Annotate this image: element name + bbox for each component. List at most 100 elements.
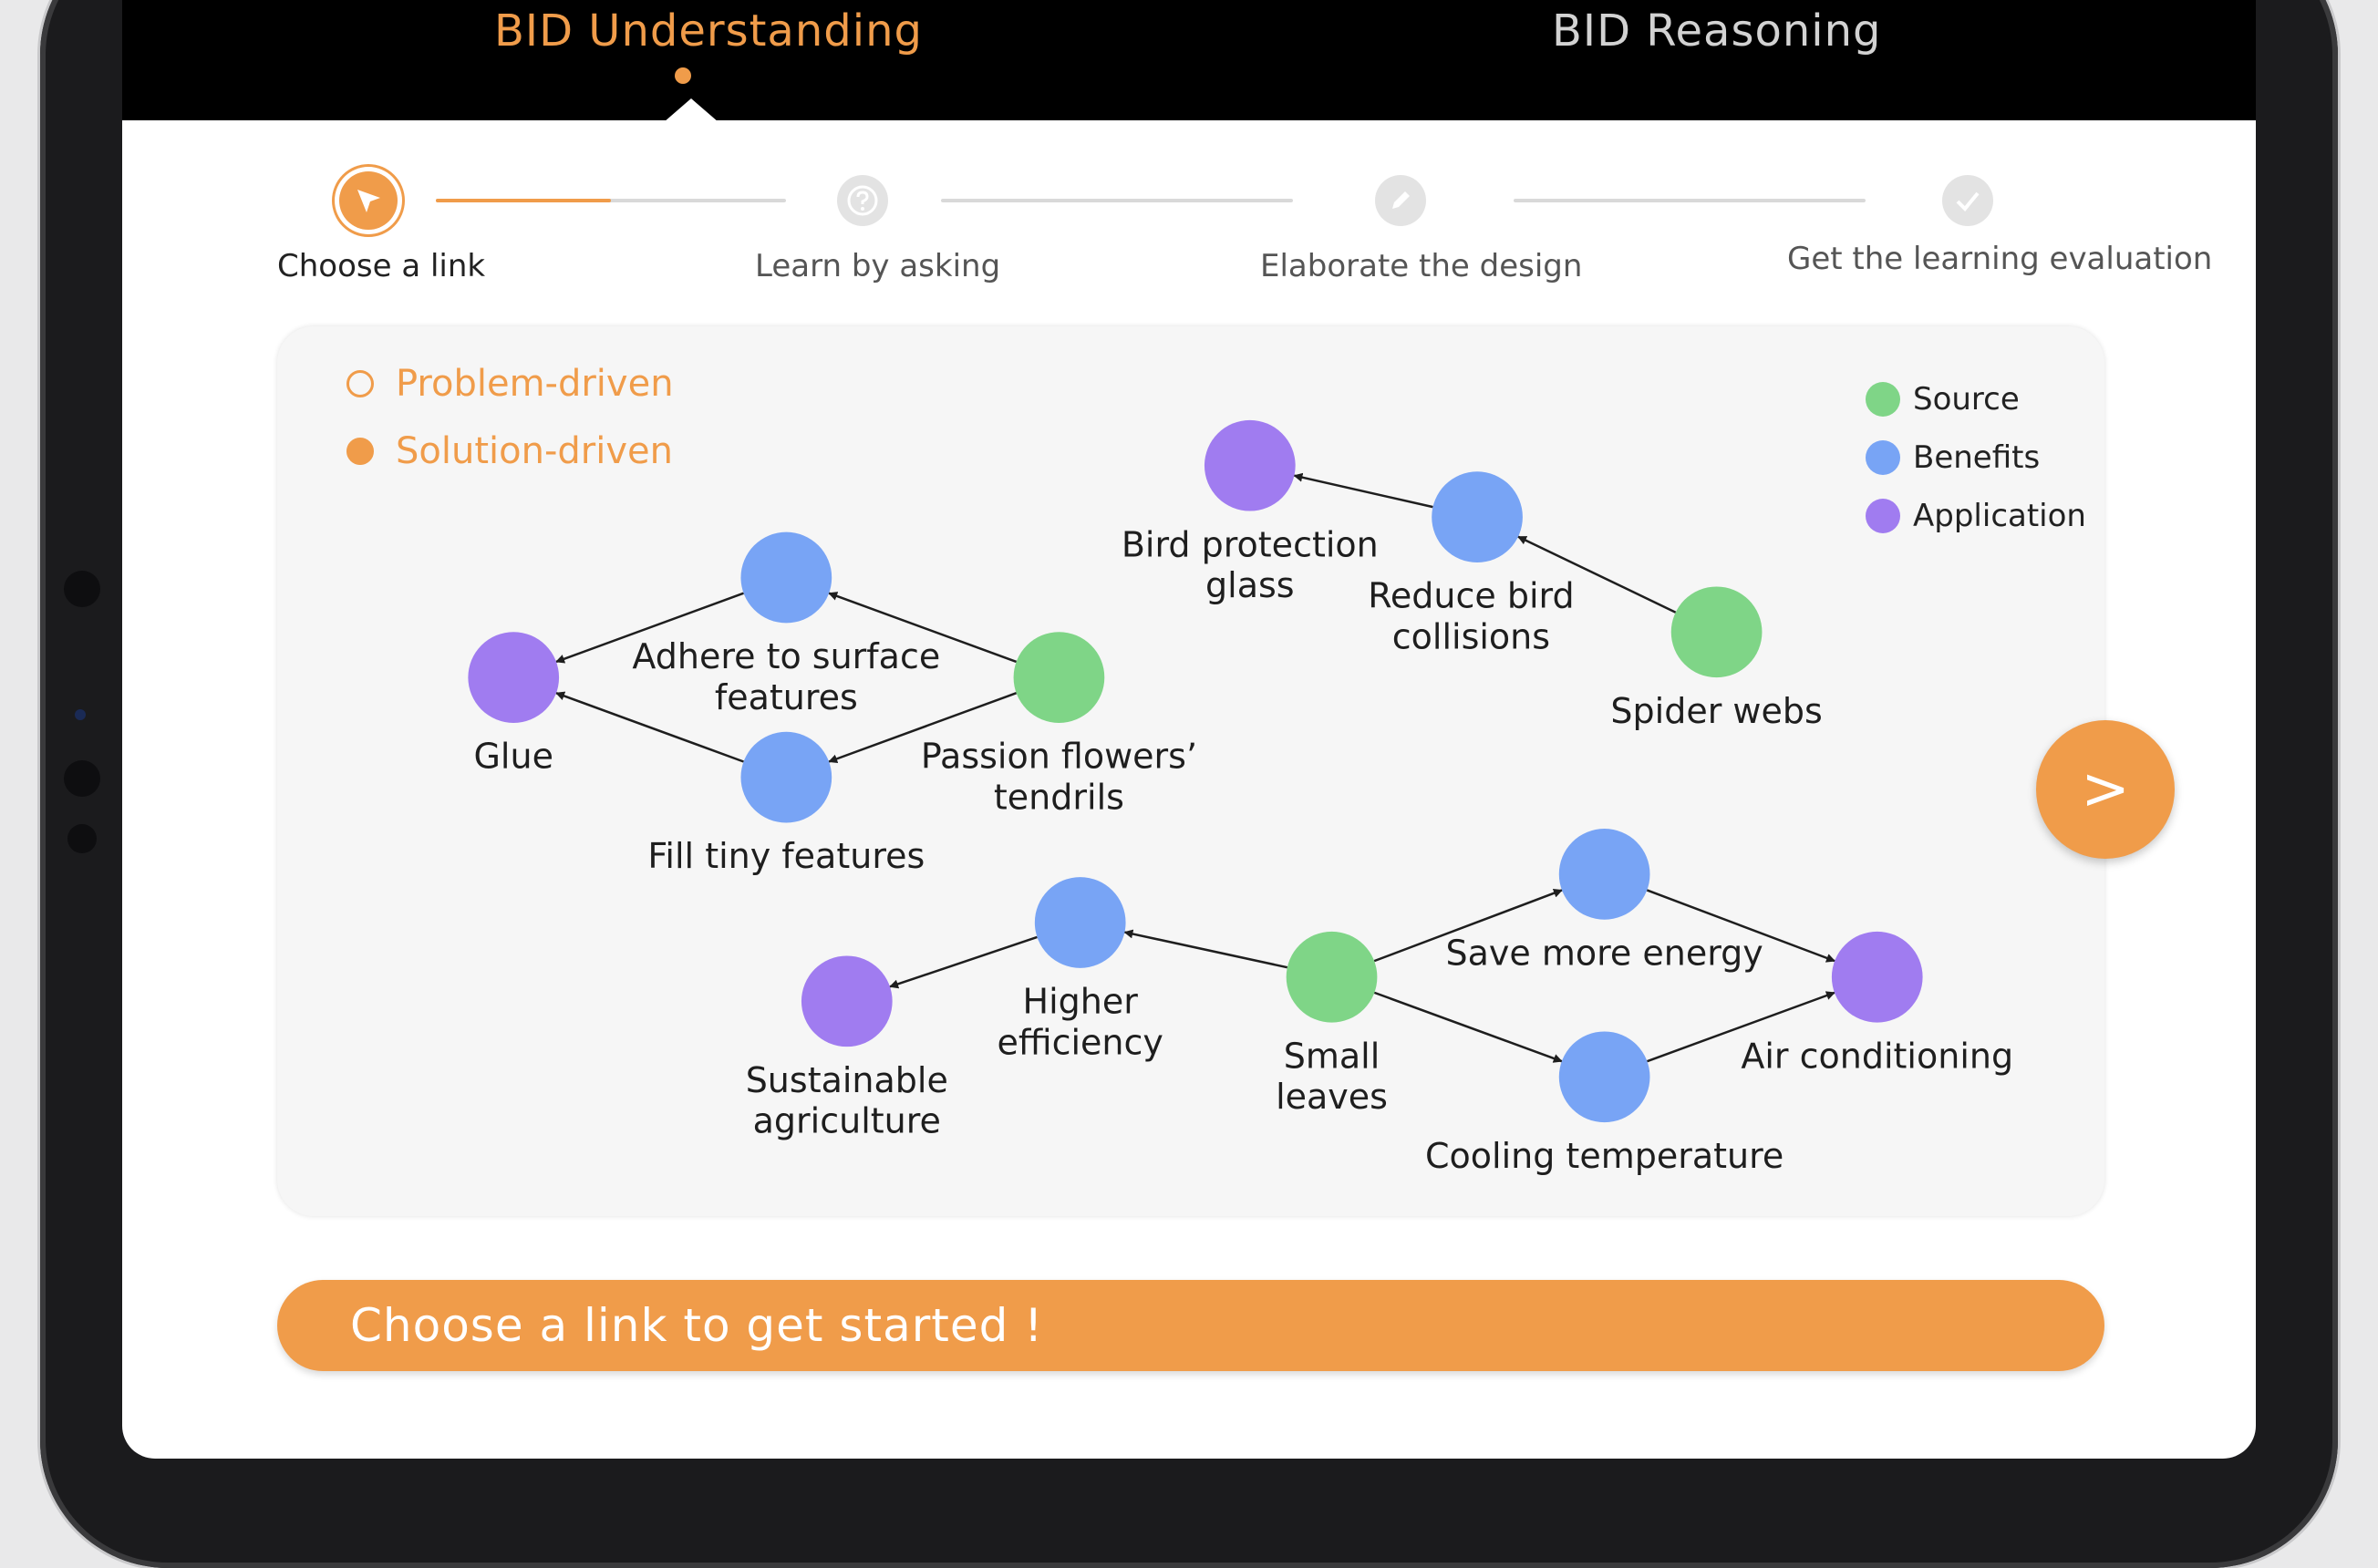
step-track-2: [941, 199, 1293, 202]
step-learning-evaluation[interactable]: [1942, 175, 1993, 226]
node-label: glass: [1205, 565, 1295, 605]
node-application-dot[interactable]: [468, 632, 560, 723]
node-label: Adhere to surface: [632, 636, 940, 676]
device-camera: [75, 709, 86, 720]
step-label-elaborate-design: Elaborate the design: [1260, 248, 1583, 284]
mode-solution-driven-label: Solution-driven: [396, 430, 673, 472]
step-label-choose-link: Choose a link: [277, 248, 486, 284]
legend-source-label: Source: [1913, 381, 2020, 418]
link-edge-small-to-save[interactable]: [1373, 888, 1563, 963]
node-benefits-dot[interactable]: [1432, 471, 1523, 562]
node-benefits-dot[interactable]: [1558, 829, 1650, 920]
tab-bid-understanding[interactable]: BID Understanding: [494, 5, 923, 57]
next-button[interactable]: >: [2036, 720, 2175, 859]
step-track-1: [436, 199, 786, 202]
device-side-button: [64, 571, 100, 607]
question-icon: [847, 185, 878, 216]
legend-benefits-dot: [1866, 440, 1900, 475]
bid-link-map: Problem-driven Solution-driven Source Be…: [277, 326, 2104, 1216]
link-edge-save-to-aircon[interactable]: [1646, 889, 1836, 963]
cursor-arrow-icon: [357, 190, 380, 212]
legend-application: Application: [1866, 487, 2086, 545]
legend-application-dot: [1866, 499, 1900, 533]
mode-solution-driven[interactable]: Solution-driven: [346, 430, 673, 472]
link-edge-passion-to-adhere[interactable]: [828, 592, 1018, 664]
node-label: Spider webs: [1610, 691, 1822, 731]
step-track-progress: [436, 199, 611, 202]
device-side-button: [67, 824, 97, 853]
app-screen: BID Understanding BID Reasoning Choose a…: [122, 0, 2256, 1459]
top-tab-bar: BID Understanding BID Reasoning: [122, 0, 2256, 122]
step-track-3: [1514, 199, 1866, 202]
link-edge-cooling-to-aircon[interactable]: [1647, 991, 1835, 1063]
device-side-button: [64, 760, 100, 797]
node-benefits-dot[interactable]: [740, 731, 832, 823]
legend-application-label: Application: [1913, 498, 2086, 534]
node-spider[interactable]: Spider webs: [1610, 586, 1823, 731]
node-application-dot[interactable]: [1831, 931, 1923, 1023]
legend-benefits-label: Benefits: [1913, 439, 2041, 476]
node-label: Sustainable: [746, 1060, 948, 1100]
legend-source: Source: [1866, 370, 2086, 428]
node-cooling[interactable]: Cooling temperature: [1425, 1031, 1784, 1176]
node-label: tendrils: [994, 777, 1124, 817]
pencil-icon: [1392, 191, 1410, 209]
active-tab-indicator: [675, 67, 691, 84]
node-label: Bird protection: [1122, 524, 1379, 564]
link-edge-higher-to-sustain[interactable]: [889, 935, 1038, 989]
node-label: features: [715, 677, 858, 717]
step-choose-link[interactable]: [339, 171, 398, 230]
node-passion[interactable]: Passion flowers’tendrils: [921, 632, 1197, 817]
link-edge-fill-to-glue[interactable]: [555, 691, 744, 763]
link-edge-small-to-cooling[interactable]: [1373, 991, 1563, 1063]
node-save[interactable]: Save more energy: [1446, 829, 1763, 973]
node-benefits-dot[interactable]: [1558, 1031, 1650, 1123]
link-edge-reduce-to-bird_glass[interactable]: [1293, 472, 1433, 509]
node-label: leaves: [1276, 1077, 1388, 1117]
node-label: Passion flowers’: [921, 737, 1197, 777]
node-benefits-dot[interactable]: [740, 531, 832, 624]
link-edge-passion-to-fill[interactable]: [828, 692, 1018, 764]
node-label: Glue: [473, 737, 553, 777]
mode-problem-driven-label: Problem-driven: [396, 363, 674, 405]
node-fill[interactable]: Fill tiny features: [647, 731, 925, 876]
node-label: Higher: [1023, 982, 1139, 1022]
mode-problem-driven[interactable]: Problem-driven: [346, 363, 674, 405]
node-legend: Source Benefits Application: [1866, 370, 2086, 545]
node-source-dot[interactable]: [1286, 931, 1378, 1023]
node-label: Save more energy: [1446, 933, 1763, 973]
node-label: Small: [1284, 1036, 1380, 1076]
node-label: Fill tiny features: [647, 836, 925, 876]
node-application-dot[interactable]: [801, 955, 893, 1047]
active-tab-notch: [664, 98, 719, 122]
check-icon: [1956, 191, 1980, 211]
step-elaborate-design[interactable]: [1375, 175, 1426, 226]
node-label: agriculture: [753, 1101, 941, 1141]
node-source-dot[interactable]: [1013, 632, 1105, 723]
step-label-learning-evaluation: Get the learning evaluation: [1787, 241, 2213, 277]
radio-filled-icon: [346, 438, 374, 465]
node-application-dot[interactable]: [1204, 419, 1296, 511]
link-edge-spider-to-reduce[interactable]: [1517, 535, 1677, 614]
node-aircon[interactable]: Air conditioning: [1741, 931, 2013, 1076]
step-learn-by-asking[interactable]: [837, 175, 888, 226]
node-label: efficiency: [997, 1022, 1163, 1062]
get-started-banner[interactable]: Choose a link to get started !: [277, 1280, 2104, 1371]
legend-source-dot: [1866, 382, 1900, 417]
link-edge-small-to-higher[interactable]: [1123, 929, 1288, 969]
node-glue[interactable]: Glue: [468, 632, 560, 777]
node-label: Air conditioning: [1741, 1036, 2013, 1076]
node-label: collisions: [1392, 617, 1550, 657]
link-edge-adhere-to-glue[interactable]: [555, 592, 744, 664]
node-benefits-dot[interactable]: [1034, 877, 1126, 968]
step-label-learn-by-asking: Learn by asking: [755, 248, 1001, 284]
tab-bid-reasoning[interactable]: BID Reasoning: [1552, 5, 1882, 57]
node-source-dot[interactable]: [1670, 586, 1763, 678]
